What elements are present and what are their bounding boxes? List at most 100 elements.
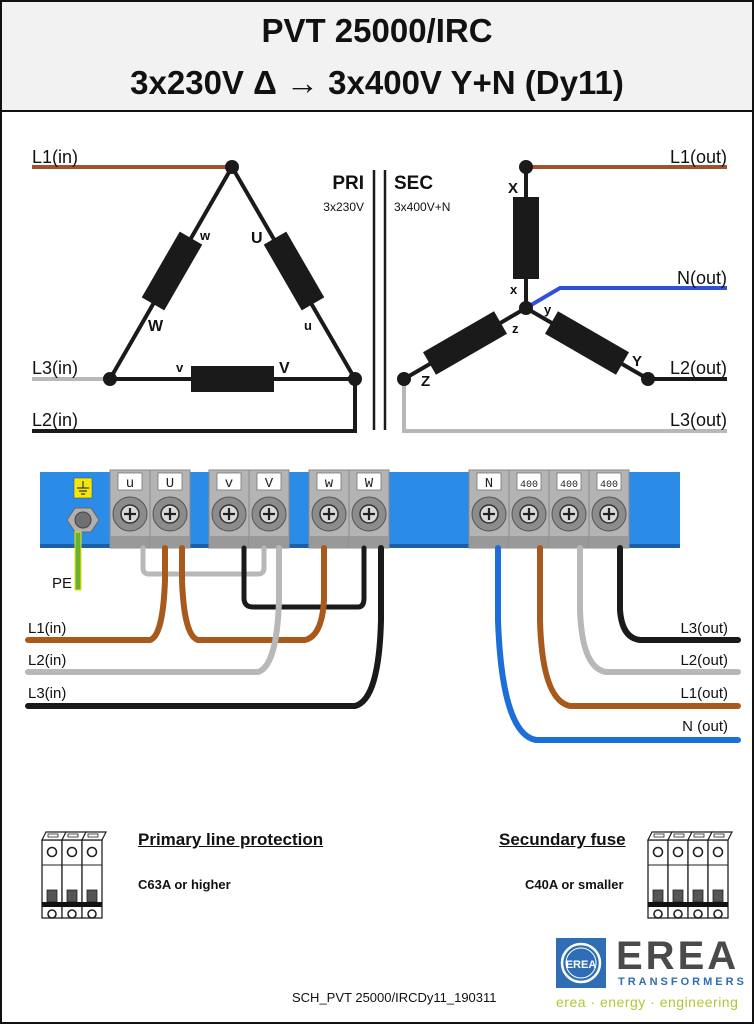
pe-label: PE	[52, 575, 72, 592]
node	[519, 301, 533, 315]
terminal-z-upper: Z	[421, 373, 430, 390]
wire-l3-out	[617, 545, 741, 643]
header: PVT 25000/IRC 3x230V Δ → 3x400V Y+N (Dy1…	[2, 2, 752, 112]
terminal-x-lower: x	[510, 282, 518, 297]
label-l3-in-wire: L3(in)	[28, 685, 66, 702]
brand-name: EREA	[616, 934, 740, 978]
primary-breaker-icon	[41, 831, 107, 919]
label-l3-out: L3(out)	[670, 410, 727, 430]
winding-v	[191, 366, 274, 392]
secondary-fuse-heading: Secundary fuse	[499, 830, 626, 849]
terminal-n[interactable]: N	[468, 469, 510, 549]
secondary-terminals: N 400 400 400	[468, 469, 630, 549]
wire-l1-in-b	[179, 545, 327, 643]
pe-bolt-head	[74, 511, 92, 529]
primary-delta: L1(in) L3(in) L2(in) w W U u v V	[32, 147, 362, 433]
node	[348, 372, 362, 386]
node	[103, 372, 117, 386]
terminal-v-upper: V	[279, 360, 290, 377]
pri-label: PRI	[332, 173, 364, 194]
terminal-u[interactable]: u	[109, 469, 151, 549]
input-wiring	[25, 545, 384, 709]
wire-l2-out	[577, 545, 741, 675]
wire-n-out	[524, 286, 727, 310]
terminal-w[interactable]: w	[308, 469, 350, 549]
logo-mark-text: EREA	[566, 959, 597, 971]
terminal-w-upper: W	[148, 318, 164, 335]
sec-voltage: 3x400V+N	[394, 200, 450, 214]
ground-icon	[77, 481, 89, 495]
terminal-U[interactable]: U	[149, 469, 191, 549]
wire-l2-in	[25, 545, 282, 675]
terminal-400[interactable]: 400	[588, 469, 630, 549]
secondary-fuse-value: C40A or smaller	[525, 877, 624, 892]
terminal-v-lower: v	[176, 360, 184, 375]
wire-n-out	[495, 545, 741, 743]
terminal-z-lower: z	[512, 321, 519, 336]
terminal-u-upper: U	[251, 230, 263, 247]
label-l2-out: L2(out)	[670, 358, 727, 378]
terminal-label: N	[485, 476, 493, 492]
terminal-label: v	[225, 476, 233, 492]
brand-sub: TRANSFORMERS	[618, 976, 747, 988]
winding-y	[544, 311, 630, 375]
label-l1-out: L1(out)	[670, 147, 727, 167]
brand-tagline: erea · energy · engineering	[556, 994, 739, 1010]
node	[519, 160, 533, 174]
label-l3-in: L3(in)	[32, 358, 78, 378]
secondary-breaker-icon	[647, 831, 733, 919]
erea-logo-icon: EREA	[556, 938, 606, 988]
pe-wire	[74, 531, 82, 591]
node	[225, 160, 239, 174]
terminal-V[interactable]: V	[248, 469, 290, 549]
terminal-y-lower: y	[544, 302, 552, 317]
bridge-u-v	[140, 545, 267, 577]
label-l2-out-wire: L2(out)	[680, 652, 728, 669]
terminal-label: 400	[600, 480, 618, 491]
wire-l1-in-a	[25, 545, 168, 643]
node	[397, 372, 411, 386]
winding-u	[263, 231, 325, 311]
node	[641, 372, 655, 386]
sec-label: SEC	[394, 173, 433, 194]
terminal-v[interactable]: v	[208, 469, 250, 549]
terminal-u-lower: u	[304, 318, 312, 333]
subtitle: 3x230V Δ → 3x400V Y+N (Dy11)	[130, 64, 624, 101]
label-l1-in-wire: L1(in)	[28, 620, 66, 637]
terminal-label: 400	[520, 480, 538, 491]
terminal-label: 400	[560, 480, 578, 491]
bridge-v-w	[241, 545, 367, 610]
wire-l1-out	[537, 545, 741, 709]
label-l2-in: L2(in)	[32, 410, 78, 430]
primary-protection-heading: Primary line protection	[138, 830, 324, 849]
terminal-400[interactable]: 400	[508, 469, 550, 549]
output-wiring	[495, 545, 741, 743]
label-n-out: N(out)	[677, 268, 727, 288]
label-l3-out-wire: L3(out)	[680, 620, 728, 637]
wire-l3-in	[25, 545, 384, 709]
label-l2-in-wire: L2(in)	[28, 652, 66, 669]
label-l1-in: L1(in)	[32, 147, 78, 167]
winding-z	[422, 311, 508, 375]
terminal-label: W	[365, 476, 374, 492]
terminal-y-upper: Y	[632, 353, 642, 370]
terminal-label: u	[126, 476, 134, 492]
terminal-label: w	[325, 476, 334, 492]
label-l1-out-wire: L1(out)	[680, 685, 728, 702]
terminal-x-upper: X	[508, 180, 518, 197]
wire-l3-out	[402, 379, 727, 433]
terminal-label: V	[265, 476, 274, 492]
primary-protection-value: C63A or higher	[138, 877, 231, 892]
wire-l2-in	[32, 379, 357, 433]
winding-w	[141, 231, 203, 311]
terminal-400[interactable]: 400	[548, 469, 590, 549]
title: PVT 25000/IRC	[261, 12, 493, 49]
secondary-star: L1(out) N(out) L2(out) L3(out) X x y Y z…	[397, 147, 727, 433]
terminal-W[interactable]: W	[348, 469, 390, 549]
document-code: SCH_PVT 25000/IRCDy11_190311	[292, 990, 497, 1005]
terminal-label: U	[166, 476, 174, 492]
label-n-out-wire: N (out)	[682, 718, 728, 735]
